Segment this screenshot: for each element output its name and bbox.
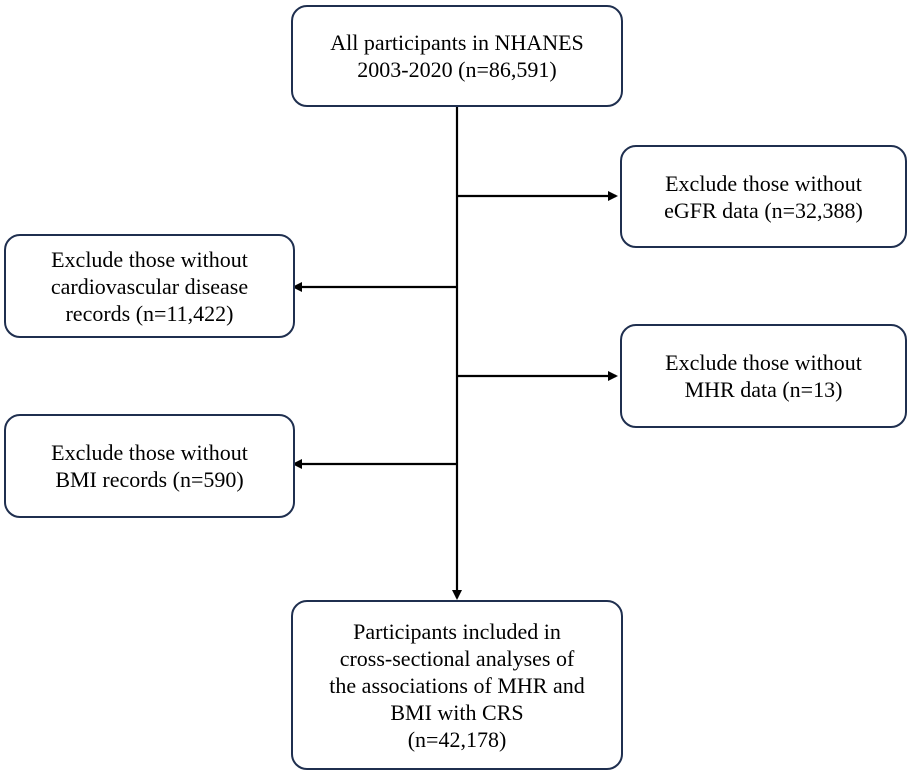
final-box-line-2: cross-sectional analyses of (339, 645, 575, 671)
exclude-cvd-box: Exclude those without cardiovascular dis… (4, 234, 295, 338)
exclude-egfr-line-1: Exclude those without (665, 170, 862, 196)
start-box-line-1: All participants in NHANES (330, 30, 584, 55)
exclude-mhr-box: Exclude those without MHR data (n=13) (620, 324, 907, 428)
exclude-bmi-line-2: BMI records (n=590) (55, 467, 244, 492)
exclude-mhr-line-1: Exclude those without (665, 350, 862, 375)
exclude-cvd-line-2: cardiovascular disease (50, 273, 249, 299)
start-box: All participants in NHANES 2003-2020 (n=… (291, 5, 623, 107)
exclude-egfr-box: Exclude those without eGFR data (n=32,38… (620, 145, 907, 248)
final-box-line-4: BMI with CRS (390, 699, 524, 725)
final-box-line-5: (n=42,178) (407, 726, 507, 752)
final-box: Participants included in cross-sectional… (291, 600, 623, 770)
exclude-cvd-line-1: Exclude those without (51, 246, 248, 272)
exclude-bmi-line-1: Exclude those without (51, 440, 248, 465)
start-box-line-2: 2003-2020 (n=86,591) (357, 57, 557, 82)
exclude-bmi-box: Exclude those without BMI records (n=590… (4, 414, 295, 518)
final-box-line-1: Participants included in (353, 618, 561, 644)
exclude-egfr-line-2: eGFR data (n=32,388) (664, 197, 863, 223)
final-box-line-3: the associations of MHR and (329, 672, 585, 698)
exclude-cvd-line-3: records (n=11,422) (65, 300, 234, 326)
exclude-mhr-line-2: MHR data (n=13) (684, 377, 843, 402)
